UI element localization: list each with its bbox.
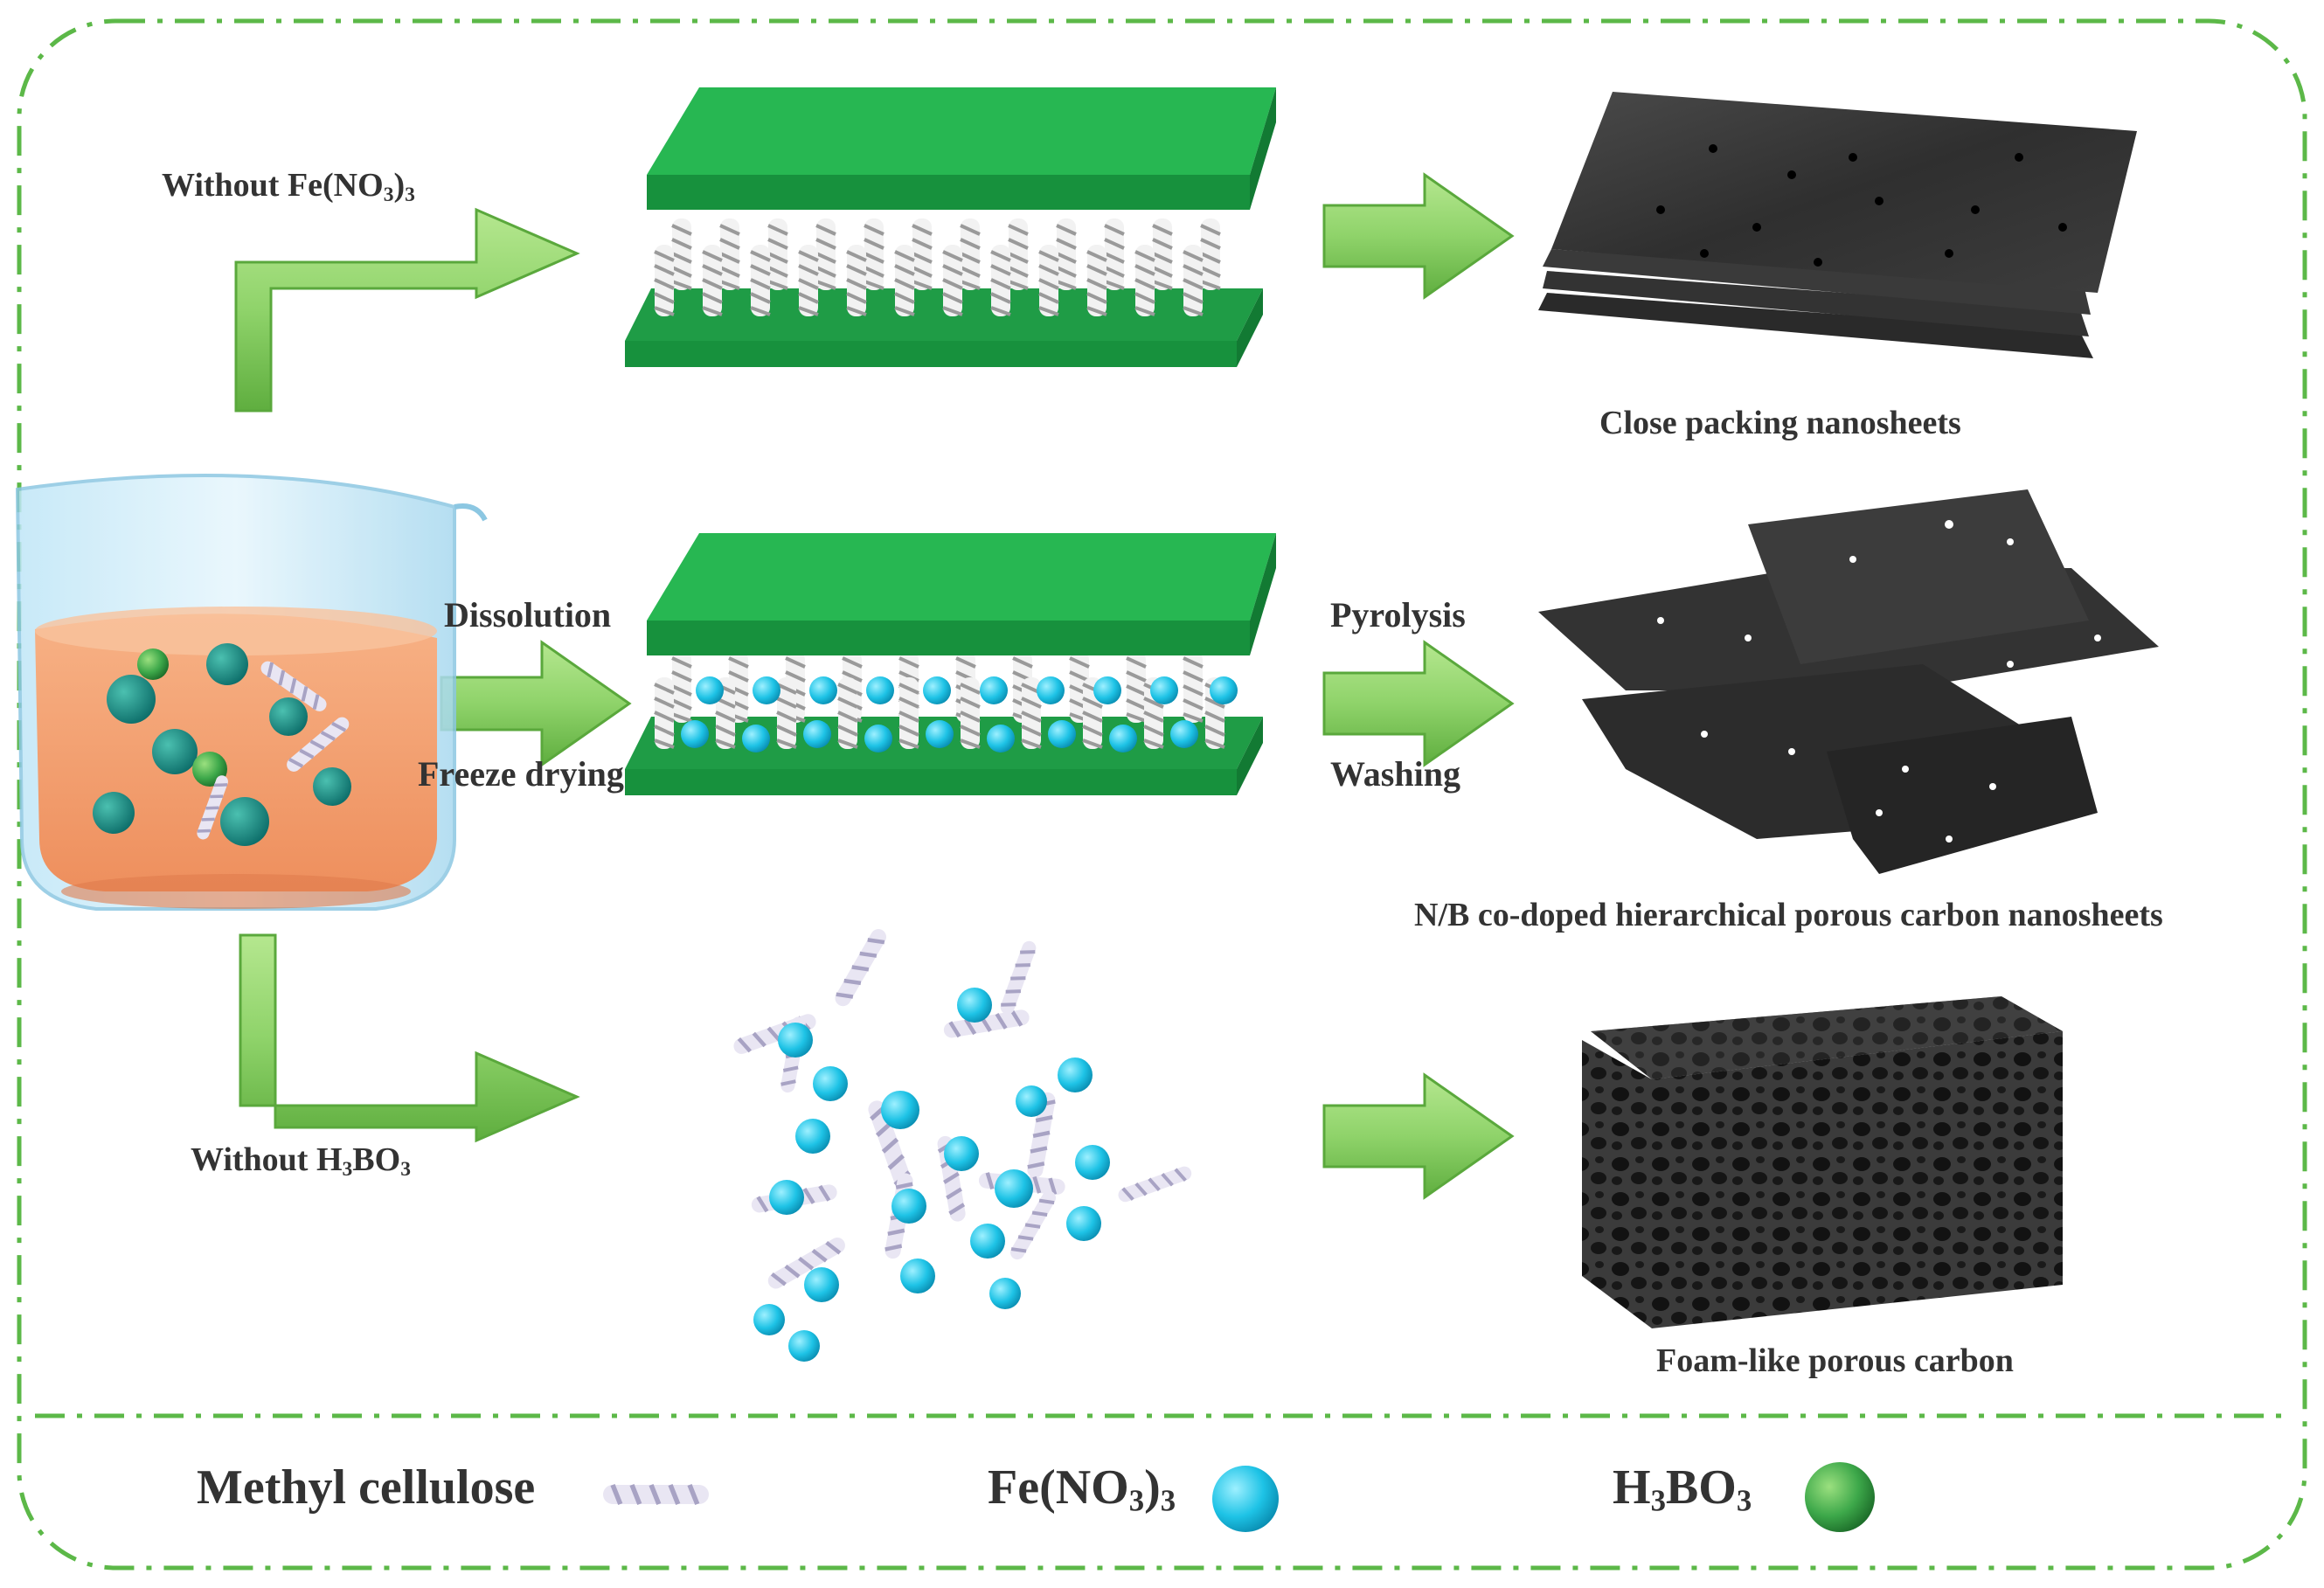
helix-icon [603, 1485, 709, 1504]
label-freeze-drying: Freeze drying [418, 754, 624, 794]
legend-h3bo3: H3BO3 [1613, 1460, 1752, 1518]
caption-close-packing: Close packing nanosheets [1599, 405, 1961, 441]
caption-nb-codoped: N/B co-doped hierarchical porous carbon … [1414, 897, 2163, 933]
label-dissolution: Dissolution [444, 595, 612, 635]
layered-structure-top [625, 87, 1276, 367]
label-washing: Washing [1330, 754, 1460, 794]
porous-nanosheets-icon [1538, 489, 2159, 874]
arrow-top-right [1322, 172, 1515, 300]
arrow-without-h3bo3 [239, 933, 580, 1143]
legend-methyl-cellulose: Methyl cellulose [197, 1460, 536, 1515]
porous-foam-icon [1582, 996, 2063, 1328]
arrow-without-fe [234, 207, 580, 413]
beaker-contents [93, 643, 352, 846]
arrow-pyrolysis [1322, 640, 1515, 767]
layered-structure-middle [625, 533, 1276, 795]
h3bo3-ball-icon [1805, 1462, 1875, 1532]
beaker-icon [15, 474, 488, 911]
dispersed-mixture [732, 926, 1194, 1362]
label-pyrolysis: Pyrolysis [1330, 595, 1466, 635]
nanosheet-stack-icon [1538, 92, 2137, 358]
legend-fe-no3: Fe(NO3)3 [988, 1460, 1176, 1518]
arrow-dissolution [440, 640, 632, 767]
caption-foam-like: Foam-like porous carbon [1656, 1342, 2014, 1379]
outer-dashed-frame [17, 18, 2307, 1571]
label-without-h3bo3: Without H3BO3 [191, 1141, 411, 1181]
arrow-bottom-right [1322, 1072, 1515, 1200]
label-without-fe: Without Fe(NO3)3 [162, 167, 415, 206]
fe-ball-icon [1212, 1466, 1279, 1532]
